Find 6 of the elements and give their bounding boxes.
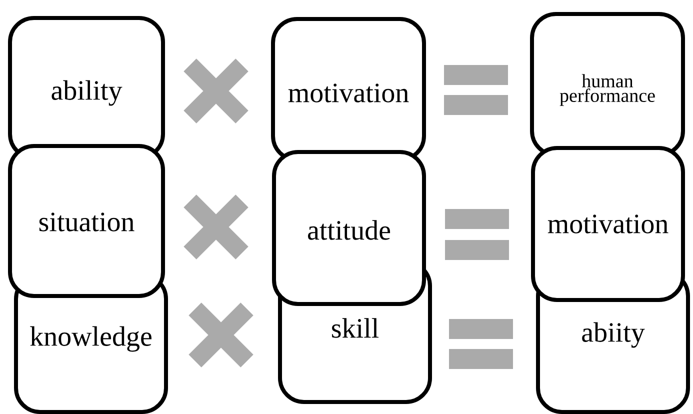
rounded-box: ability (8, 16, 165, 160)
rounded-box: motivation (531, 146, 685, 302)
rounded-box: situation (8, 144, 165, 298)
rounded-box: attitude (272, 150, 426, 306)
rounded-box: motivation (271, 17, 426, 162)
rounded-box: human performance (530, 12, 685, 157)
